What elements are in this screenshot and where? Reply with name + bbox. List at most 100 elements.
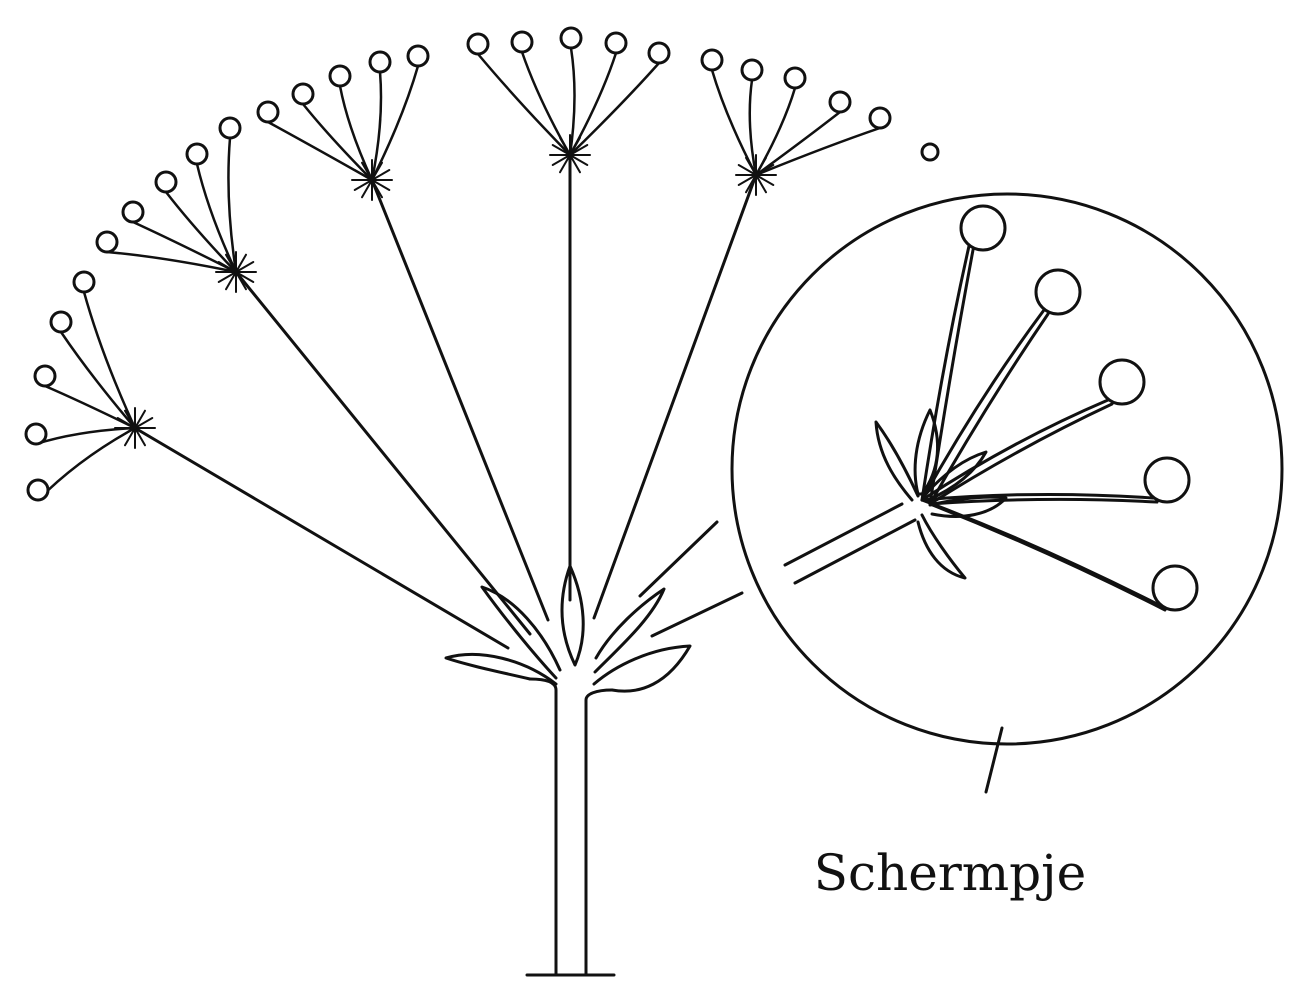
hub-bract bbox=[134, 417, 154, 429]
flower bbox=[154, 170, 178, 194]
hub-bract bbox=[569, 154, 589, 166]
pedicel bbox=[710, 68, 758, 177]
hub-bract bbox=[371, 169, 391, 181]
main-stem bbox=[525, 677, 616, 977]
flower bbox=[700, 48, 724, 72]
flower bbox=[740, 58, 764, 82]
inset-pedicel bbox=[928, 312, 1050, 506]
hub-bract bbox=[235, 261, 255, 273]
pedicel bbox=[754, 110, 842, 177]
pedicel bbox=[476, 52, 572, 157]
flower bbox=[510, 30, 534, 54]
inset-pedicel bbox=[928, 502, 1167, 612]
umbellet-4 bbox=[95, 116, 257, 293]
flower bbox=[828, 90, 852, 114]
hub-bract bbox=[371, 179, 391, 191]
hub-bract bbox=[134, 427, 154, 439]
hub-bract bbox=[124, 427, 136, 447]
hub-bract bbox=[134, 409, 146, 429]
flower bbox=[218, 116, 242, 140]
flower bbox=[49, 310, 73, 334]
flower bbox=[647, 41, 671, 65]
umbellet-2 bbox=[256, 44, 430, 201]
umbellet-1 bbox=[466, 26, 671, 176]
hub-bract bbox=[235, 271, 247, 291]
umbellet-5 bbox=[24, 270, 156, 502]
hub-bract bbox=[235, 253, 247, 273]
pedicel bbox=[568, 51, 618, 157]
pedicel bbox=[43, 384, 137, 430]
umbellets bbox=[24, 26, 940, 502]
pedicel bbox=[748, 78, 758, 177]
hub-bract bbox=[551, 154, 571, 166]
pedicel bbox=[754, 126, 882, 177]
hub-bract bbox=[737, 164, 757, 176]
flower bbox=[868, 106, 892, 130]
hub-bract bbox=[217, 271, 237, 283]
umbellet-3 bbox=[700, 48, 892, 196]
inset-pedicel bbox=[928, 497, 1159, 506]
flower bbox=[604, 31, 628, 55]
hub-bract bbox=[755, 174, 767, 194]
hub-bract bbox=[235, 271, 255, 283]
hub-bract bbox=[569, 154, 581, 174]
pedicel bbox=[568, 61, 661, 157]
flower bbox=[26, 478, 50, 502]
pedicel bbox=[338, 84, 374, 182]
pedicel bbox=[754, 86, 797, 177]
hub-bract bbox=[371, 179, 383, 199]
inset-pedicel bbox=[928, 402, 1114, 506]
flower bbox=[783, 66, 807, 90]
inset-pedicel bbox=[920, 398, 1110, 502]
pedicel bbox=[195, 162, 238, 274]
flower bbox=[72, 270, 96, 294]
pedicel bbox=[370, 70, 383, 182]
hub-bract bbox=[353, 179, 373, 191]
flower bbox=[121, 200, 145, 224]
inset-flower bbox=[1143, 456, 1191, 504]
flower bbox=[24, 422, 48, 446]
inset-pedicel bbox=[920, 492, 1155, 502]
inset-flower bbox=[1034, 268, 1082, 316]
pedicel bbox=[520, 50, 572, 157]
flower bbox=[920, 142, 940, 162]
hub-bract bbox=[745, 174, 757, 194]
hub-bract bbox=[737, 174, 757, 186]
pedicel bbox=[164, 190, 238, 274]
flower bbox=[559, 26, 583, 50]
pedicel bbox=[568, 46, 576, 157]
hub-bract bbox=[134, 427, 146, 447]
flower bbox=[33, 364, 57, 388]
pedicel bbox=[82, 290, 137, 430]
magnified-inset bbox=[730, 192, 1284, 794]
hub-bract bbox=[755, 174, 775, 186]
label-pointer bbox=[984, 726, 1004, 794]
inset-pedicel bbox=[920, 308, 1046, 502]
flower bbox=[185, 142, 209, 166]
flower bbox=[95, 230, 119, 254]
inset-pedicel bbox=[920, 244, 971, 502]
primary-rays bbox=[133, 153, 758, 650]
flower bbox=[368, 50, 392, 74]
pedicel bbox=[227, 136, 238, 274]
pedicel bbox=[59, 330, 137, 430]
flower bbox=[406, 44, 430, 68]
pedicel bbox=[131, 220, 238, 274]
pedicel bbox=[370, 64, 420, 182]
pedicel bbox=[34, 426, 137, 446]
flower bbox=[291, 82, 315, 106]
pedicel bbox=[105, 250, 238, 274]
flower bbox=[256, 100, 280, 124]
flower bbox=[466, 32, 490, 56]
hub-bract bbox=[225, 271, 237, 291]
umbellet-label: Schermpje bbox=[814, 844, 1086, 902]
flower bbox=[328, 64, 352, 88]
pedicel bbox=[266, 120, 374, 182]
inset-flower bbox=[1098, 358, 1146, 406]
inset-flower bbox=[1151, 564, 1199, 612]
pedicel bbox=[301, 102, 374, 182]
hub-bract bbox=[361, 179, 373, 199]
hub-bract bbox=[559, 154, 571, 174]
